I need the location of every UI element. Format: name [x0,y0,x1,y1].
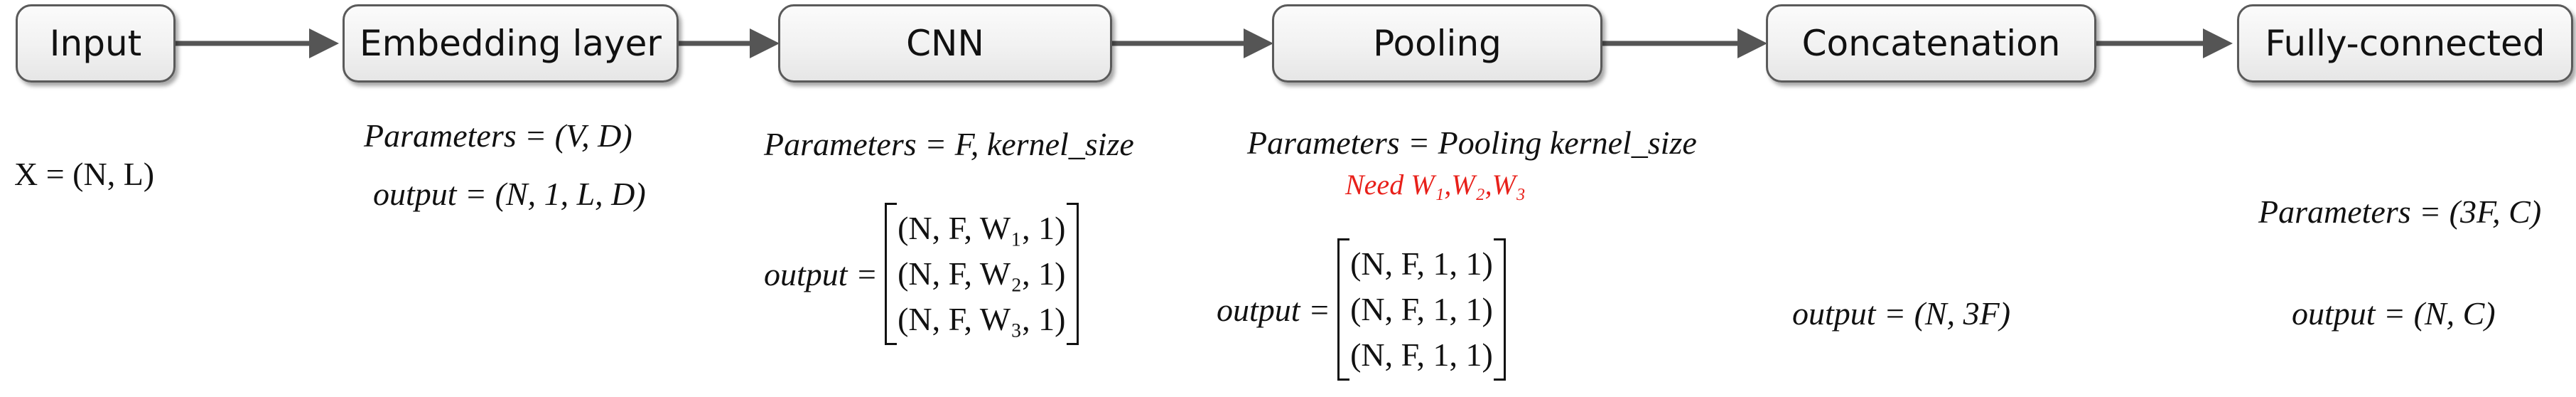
node-cnn-label: CNN [906,23,984,64]
pooling-output-label: output = [1217,291,1331,328]
pooling-params: Parameters = Pooling kernel_size [1247,125,1697,161]
embedding-output: output = (N, 1, L, D) [373,176,646,212]
fc-params: Parameters = (3F, C) [2258,194,2542,230]
fc-output: output = (N, C) [2292,295,2496,332]
cnn-params: Parameters = F, kernel_size [764,126,1134,162]
node-concat: Concatenation [1766,4,2096,83]
node-pooling: Pooling [1272,4,1602,83]
concat-output: output = (N, 3F) [1792,295,2011,332]
node-embedding: Embedding layer [343,4,679,83]
node-pooling-label: Pooling [1373,23,1502,64]
node-fc: Fully-connected [2237,4,2573,83]
pooling-note: Need W₁,W₂,W₃ [1345,169,1526,201]
pooling-output: output = (N, F, 1, 1) (N, F, 1, 1) (N, F… [1217,238,1506,381]
cnn-output-label: output = [764,255,878,292]
cnn-output-row: (N, F, W₃, 1) [898,301,1066,337]
embedding-params: Parameters = (V, D) [364,117,632,154]
pooling-output-row: (N, F, 1, 1) [1350,337,1493,373]
node-concat-label: Concatenation [1801,23,2061,64]
node-embedding-label: Embedding layer [360,23,662,64]
pooling-output-row: (N, F, 1, 1) [1350,291,1493,327]
node-cnn: CNN [778,4,1112,83]
cnn-output-matrix: (N, F, W₁, 1) (N, F, W₂, 1) (N, F, W₃, 1… [885,203,1079,345]
cnn-output-row: (N, F, W₁, 1) [898,210,1066,246]
node-fc-label: Fully-connected [2265,23,2545,64]
cnn-output-row: (N, F, W₂, 1) [898,255,1066,292]
pooling-output-row: (N, F, 1, 1) [1350,245,1493,282]
cnn-output: output = (N, F, W₁, 1) (N, F, W₂, 1) (N,… [764,203,1079,345]
pooling-output-matrix: (N, F, 1, 1) (N, F, 1, 1) (N, F, 1, 1) [1337,238,1506,381]
node-input-label: Input [49,23,142,64]
input-eq: X = (N, L) [14,156,155,192]
node-input: Input [16,4,176,83]
